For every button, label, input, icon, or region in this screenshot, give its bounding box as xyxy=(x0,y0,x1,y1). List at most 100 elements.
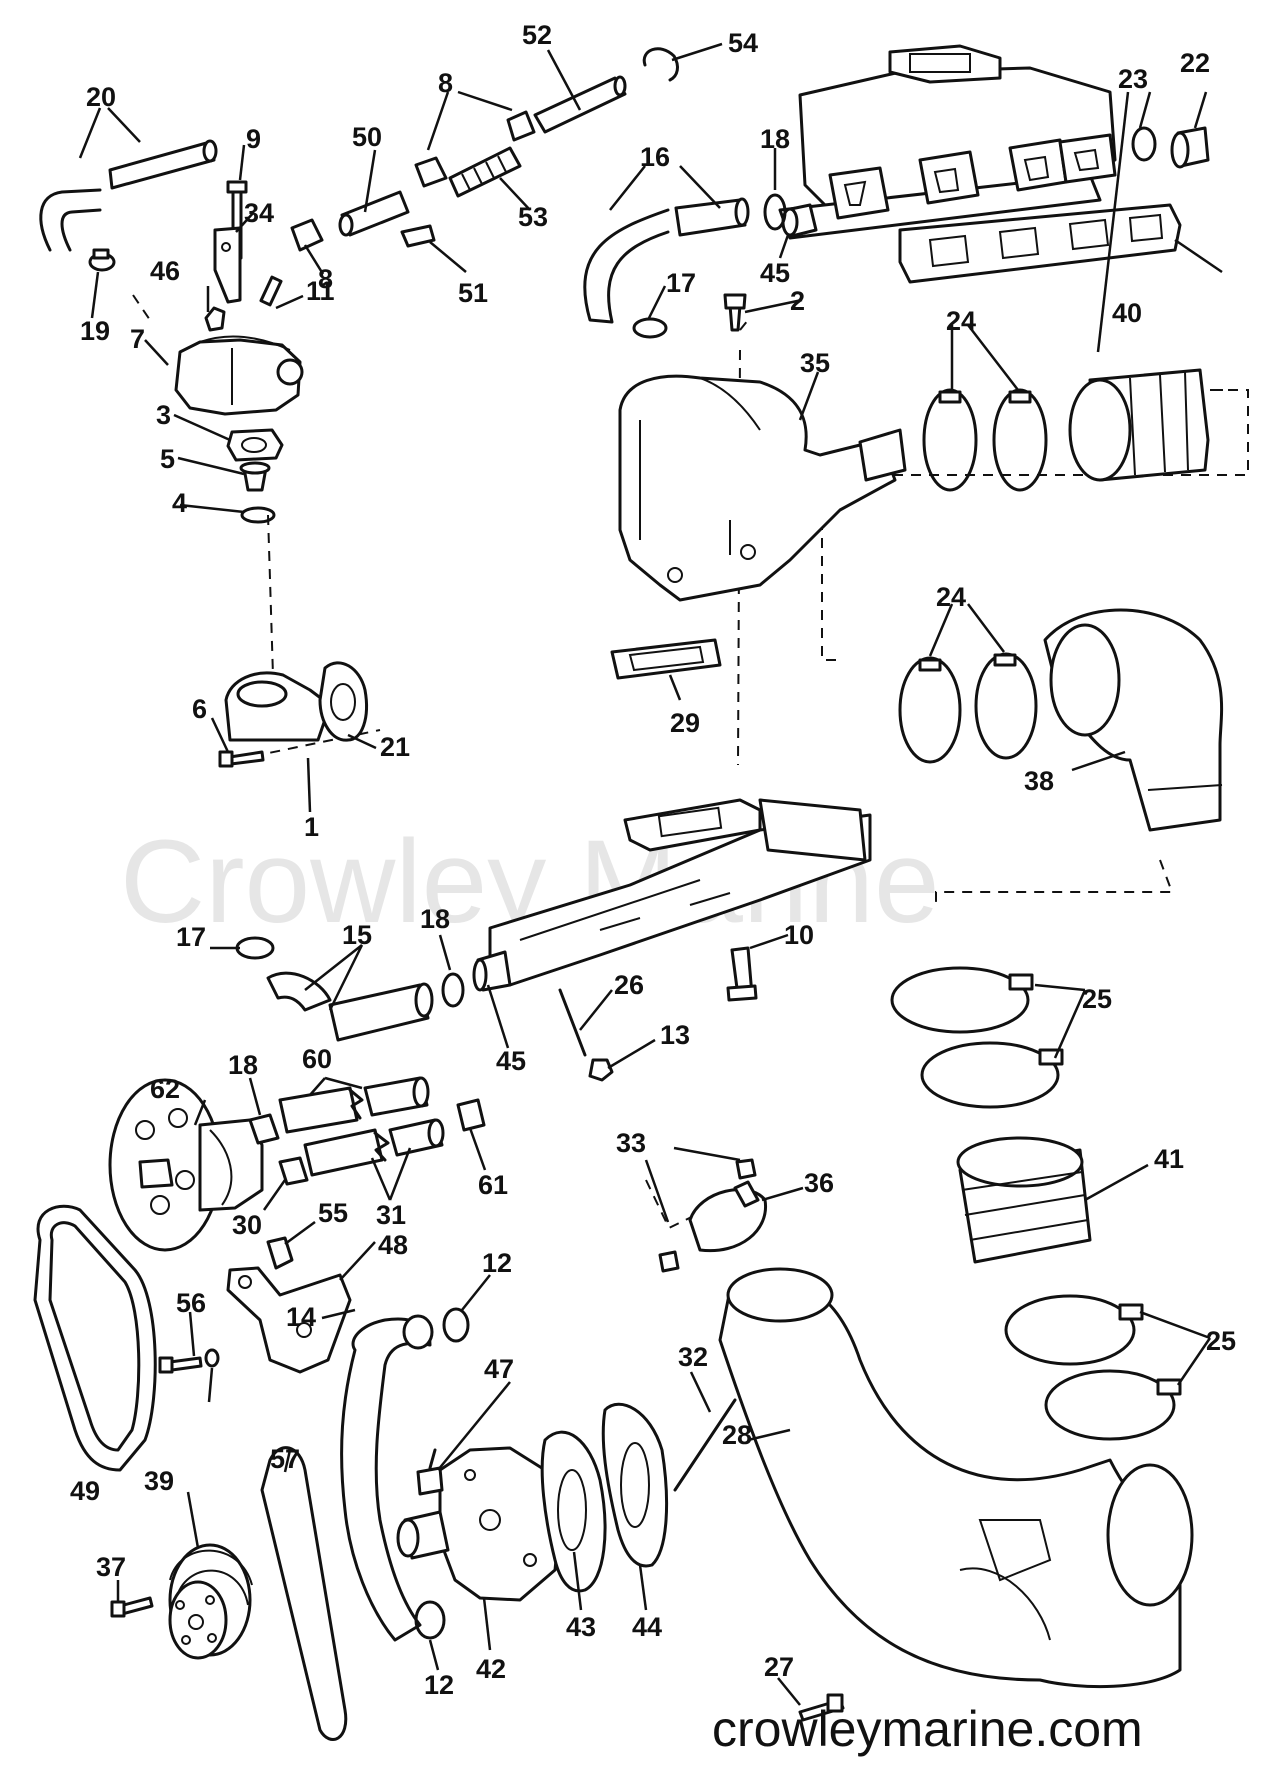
fitting-51 xyxy=(400,224,436,248)
gasket-43 xyxy=(540,1430,607,1593)
bracket-48 xyxy=(226,1266,352,1374)
hose-31 xyxy=(303,1118,445,1177)
sensor-47 xyxy=(416,1448,444,1496)
label-6: 6 xyxy=(192,694,207,724)
label-25-top: 25 xyxy=(1082,984,1112,1014)
label-8-left: 8 xyxy=(318,264,333,294)
pulley-39 xyxy=(168,1543,253,1660)
screw-6 xyxy=(218,750,265,768)
label-44: 44 xyxy=(632,1612,662,1642)
water-pump-42 xyxy=(396,1446,562,1602)
label-19: 19 xyxy=(80,316,110,346)
hose-53 xyxy=(448,146,522,198)
exhaust-manifold-top xyxy=(778,44,1117,240)
label-47: 47 xyxy=(484,1354,514,1384)
elbow-38 xyxy=(1043,608,1224,832)
sleeve-41 xyxy=(956,1136,1092,1264)
clamp-18-low xyxy=(248,1113,280,1145)
label-53: 53 xyxy=(518,202,548,232)
label-2: 2 xyxy=(790,286,805,316)
exhaust-elbow-35 xyxy=(618,374,907,602)
clamp-17-top xyxy=(632,317,668,339)
screw-37 xyxy=(110,1596,154,1618)
label-24-mid: 24 xyxy=(936,582,966,612)
elbow-1 xyxy=(224,671,332,742)
label-52: 52 xyxy=(522,20,552,50)
label-1: 1 xyxy=(304,812,319,842)
screw-33-a xyxy=(735,1158,757,1180)
screw-27 xyxy=(798,1693,845,1722)
label-15: 15 xyxy=(342,920,372,950)
screw-2 xyxy=(723,293,747,332)
clamp-24-d xyxy=(974,652,1038,760)
label-58: 60 xyxy=(302,1044,332,1074)
clamp-59 xyxy=(456,1098,486,1132)
label-12-bottom: 12 xyxy=(424,1670,454,1700)
label-45-top: 45 xyxy=(760,258,790,288)
label-32: 32 xyxy=(678,1342,708,1372)
label-18-mid: 18 xyxy=(420,904,450,934)
label-56: 56 xyxy=(176,1288,206,1318)
label-23: 23 xyxy=(1118,64,1148,94)
label-9: 10 xyxy=(784,920,814,950)
thermostat-housing-7 xyxy=(174,335,304,416)
label-54: 54 xyxy=(728,28,758,58)
label-45-mid: 45 xyxy=(496,1046,526,1076)
label-3: 3 xyxy=(156,400,171,430)
clamp-24-b xyxy=(992,388,1048,492)
label-51: 51 xyxy=(458,278,488,308)
label-18-top: 18 xyxy=(760,124,790,154)
label-59: 61 xyxy=(478,1170,508,1200)
hose-16 xyxy=(583,197,750,324)
label-42: 42 xyxy=(476,1654,506,1684)
label-22: 22 xyxy=(1180,48,1210,78)
label-11: 11 xyxy=(306,276,335,306)
washer-62 xyxy=(204,1348,220,1368)
website-link[interactable]: crowleymarine.com xyxy=(712,1701,1143,1757)
label-7: 7 xyxy=(130,324,145,354)
label-30: 30 xyxy=(232,1210,262,1240)
o-ring-4 xyxy=(240,506,276,524)
stud-26 xyxy=(558,988,587,1057)
screw-56 xyxy=(158,1356,203,1374)
label-60: 62 xyxy=(150,1074,180,1104)
label-5: 5 xyxy=(160,444,175,474)
label-4: 4 xyxy=(172,488,187,518)
screw-11 xyxy=(259,275,283,307)
label-17-top: 17 xyxy=(666,268,696,298)
leader-lines xyxy=(78,42,1223,1706)
label-31: 31 xyxy=(376,1200,406,1230)
label-57: 57 xyxy=(270,1444,300,1474)
screw-9 xyxy=(726,946,758,1002)
label-36: 36 xyxy=(804,1168,834,1198)
label-28: 28 xyxy=(722,1420,752,1450)
label-40: 40 xyxy=(1112,298,1142,328)
hose-58 xyxy=(278,1076,430,1134)
clamp-25-d xyxy=(1044,1369,1182,1441)
label-37: 37 xyxy=(96,1552,126,1582)
hose-15 xyxy=(266,971,434,1042)
hose-50 xyxy=(338,190,410,237)
label-17-mid: 17 xyxy=(176,922,206,952)
label-27: 27 xyxy=(764,1652,794,1682)
label-50: 50 xyxy=(352,122,382,152)
hose-13 xyxy=(340,1314,434,1642)
gasket-61 xyxy=(898,203,1182,284)
label-48: 48 xyxy=(378,1230,408,1260)
raw-water-pump-60 xyxy=(108,1078,264,1252)
clamp-30 xyxy=(278,1156,309,1186)
clamp-8-left xyxy=(290,156,448,252)
cover-36 xyxy=(688,1180,768,1253)
clamp-24-c xyxy=(898,656,962,764)
screw-33-b xyxy=(658,1250,680,1273)
label-39: 39 xyxy=(144,1466,174,1496)
clamp-23 xyxy=(1131,126,1157,162)
gasket-29 xyxy=(610,638,722,680)
belt-57 xyxy=(260,1446,348,1741)
clamp-25-a xyxy=(890,966,1034,1034)
label-10: 9 xyxy=(246,124,261,154)
label-41: 41 xyxy=(1154,1144,1184,1174)
label-26: 26 xyxy=(614,970,644,1000)
clamp-12-bottom xyxy=(414,1600,446,1640)
